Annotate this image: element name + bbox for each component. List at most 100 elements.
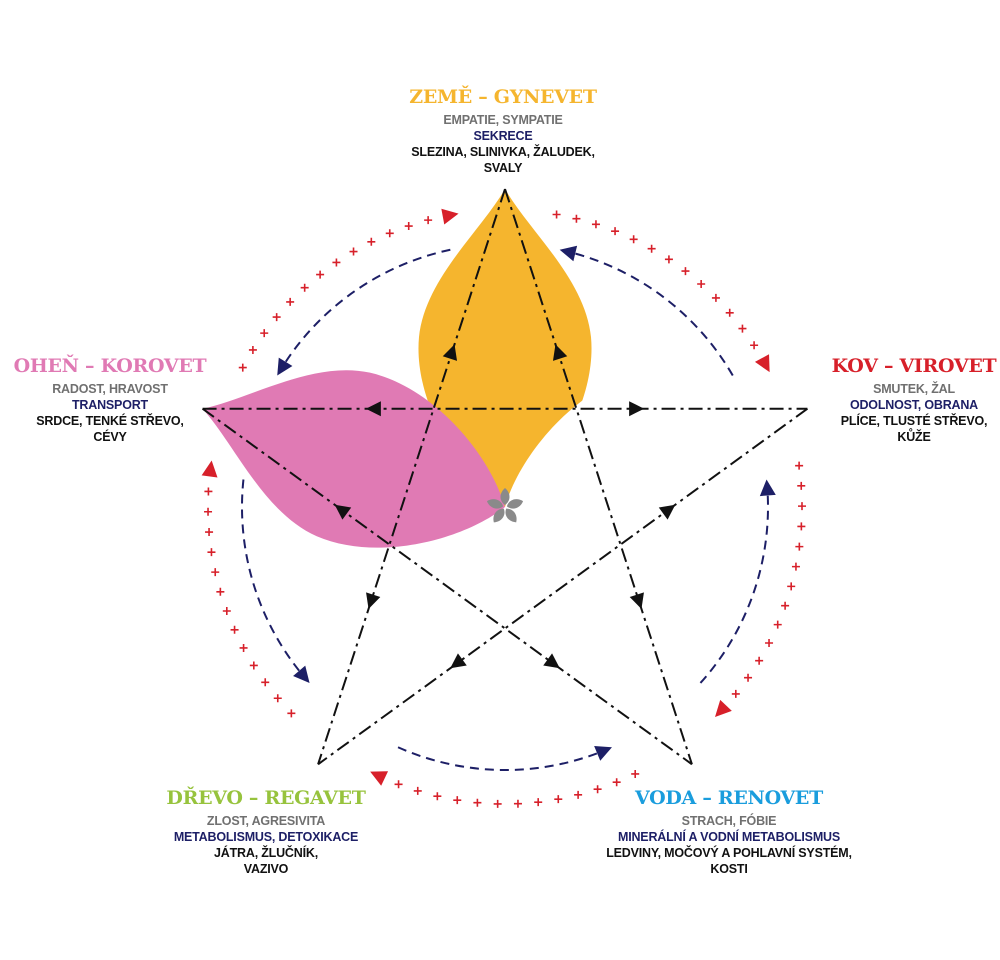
plus-mark — [593, 785, 602, 794]
plus-mark — [272, 313, 281, 322]
plus-mark — [204, 507, 213, 516]
plus-mark — [629, 235, 638, 244]
plus-mark — [260, 329, 269, 338]
plus-mark — [797, 522, 806, 531]
plus-mark — [404, 222, 413, 231]
flower-petal-icon — [500, 488, 510, 505]
star-arrowhead — [658, 504, 676, 520]
control-star — [201, 188, 809, 766]
cycle-segment — [699, 461, 806, 718]
star-arrowhead — [450, 653, 467, 669]
element-organs: PLÍCE, TLUSTÉ STŘEVO, — [840, 414, 988, 428]
flower-icon — [486, 488, 524, 523]
petals — [202, 189, 808, 765]
plus-mark — [261, 678, 270, 687]
plus-mark — [572, 214, 581, 223]
element-organs: LEDVINY, MOČOVÝ A POHLAVNÍ SYSTÉM, — [606, 846, 852, 860]
plus-mark — [216, 587, 225, 596]
plus-mark — [795, 461, 804, 470]
element-function: SEKRECE — [473, 129, 533, 143]
star-arrowhead — [334, 504, 352, 520]
element-organs-cont: KŮŽE — [897, 430, 931, 444]
plus-mark — [394, 780, 403, 789]
plus-mark — [797, 502, 806, 511]
plus-mark — [552, 210, 561, 219]
dashed-arc — [699, 488, 769, 684]
star-arrowhead — [365, 401, 381, 417]
petal-water — [494, 506, 693, 765]
plus-mark — [300, 283, 309, 292]
cycle-segment — [201, 460, 310, 718]
element-organs: SLEZINA, SLINIVKA, ŽALUDEK, — [411, 145, 595, 159]
star-arrowhead — [366, 592, 381, 609]
plus-mark — [697, 279, 706, 288]
cycle-segment — [370, 745, 640, 808]
plus-mark — [731, 689, 740, 698]
dashed-arc — [397, 746, 604, 771]
plus-mark — [273, 694, 282, 703]
plus-mark — [711, 293, 720, 302]
plus-mark — [204, 487, 213, 496]
plus-mark — [611, 227, 620, 236]
plus-mark — [631, 769, 640, 778]
plus-mark — [773, 620, 782, 629]
plus-mark — [367, 237, 376, 246]
plus-mark — [787, 582, 796, 591]
plus-mark — [765, 638, 774, 647]
element-organs-cont: VAZIVO — [243, 862, 289, 876]
star-arrowhead — [629, 592, 644, 609]
plus-mark — [286, 297, 295, 306]
plus-mark — [239, 643, 248, 652]
element-function: TRANSPORT — [72, 398, 148, 412]
plus-mark — [413, 786, 422, 795]
plus-mark — [738, 324, 747, 333]
element-emotion: STRACH, FÓBIE — [681, 814, 777, 828]
element-function: MINERÁLNÍ A VODNÍ METABOLISMUS — [617, 830, 841, 844]
element-title: KOV – VIROVET — [831, 355, 997, 377]
element-metal-label: KOV – VIROVET SMUTEK, ŽAL ODOLNOST, OBRA… — [832, 353, 997, 445]
petal-fire — [202, 370, 505, 548]
blue-arrowhead — [559, 245, 578, 262]
element-title: ZEMĚ – GYNEVET — [409, 86, 597, 108]
element-emotion: RADOST, HRAVOST — [52, 382, 168, 396]
star-line — [317, 188, 506, 765]
plus-mark — [534, 798, 543, 807]
plus-mark — [797, 481, 806, 490]
element-organs-cont: KOSTI — [710, 862, 748, 876]
plus-mark — [612, 778, 621, 787]
element-water-label: VODA – RENOVET STRACH, FÓBIE MINERÁLNÍ A… — [606, 785, 852, 877]
star-arrowhead — [442, 344, 458, 361]
plus-mark — [755, 656, 764, 665]
element-function: ODOLNOST, OBRANA — [849, 398, 979, 412]
plus-mark — [493, 799, 502, 808]
plus-mark — [424, 216, 433, 225]
plus-mark — [453, 796, 462, 805]
plus-mark — [433, 792, 442, 801]
element-organs: JÁTRA, ŽLUČNÍK, — [214, 846, 318, 860]
star-arrowhead — [552, 344, 568, 361]
element-title: VODA – RENOVET — [635, 787, 823, 809]
dashed-arc — [281, 248, 451, 369]
cycle-segment — [552, 210, 770, 377]
plus-mark — [222, 607, 231, 616]
star-line — [201, 407, 693, 766]
star-arrowhead — [543, 653, 560, 669]
plus-mark — [248, 345, 257, 354]
petal-wood — [317, 506, 516, 765]
plus-mark — [574, 790, 583, 799]
plus-mark — [385, 229, 394, 238]
plus-mark — [664, 255, 673, 264]
plus-mark — [744, 673, 753, 682]
element-function: METABOLISMUS, DETOXIKACE — [173, 830, 359, 844]
plus-mark — [513, 799, 522, 808]
plus-mark — [473, 798, 482, 807]
plus-mark — [781, 601, 790, 610]
dashed-arc — [568, 250, 734, 377]
element-earth-label: ZEMĚ – GYNEVET EMPATIE, SYMPATIE SEKRECE… — [409, 84, 597, 176]
blue-arrowhead — [293, 665, 310, 683]
plus-mark — [681, 267, 690, 276]
flower-petal-icon — [505, 508, 517, 523]
plus-mark — [791, 562, 800, 571]
plus-mark — [725, 308, 734, 317]
